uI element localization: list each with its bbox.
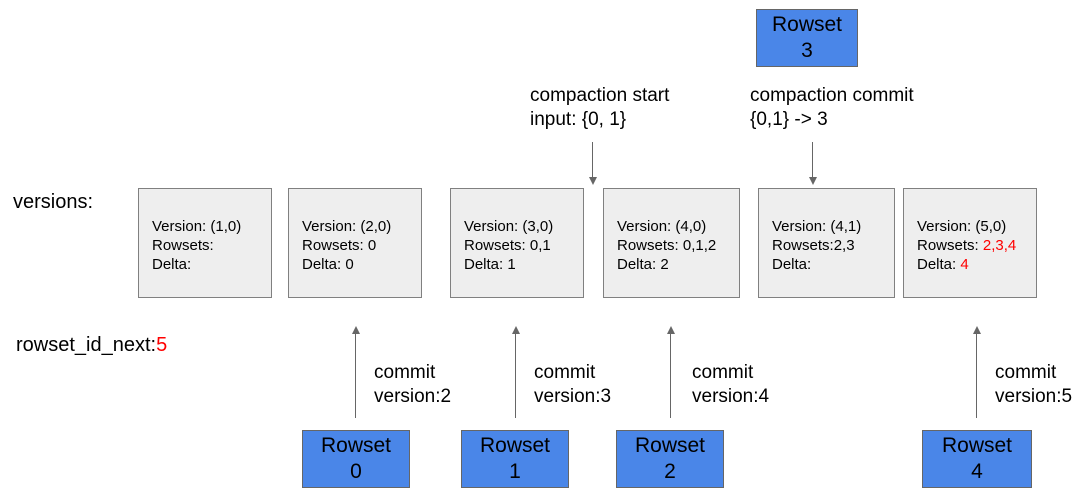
rowsets-line: Rowsets: 2,3,4 [917,237,1017,254]
rowsets-line: Rowsets: 0 [302,237,377,254]
version-line: Version: (4,0) [617,218,707,235]
version-line: Version: (1,0) [152,218,242,235]
arrow-down-icon [588,177,597,185]
rowset-title: Rowset [941,434,1013,457]
arrow-up-icon [666,326,675,334]
version-box-1-0: Version: (1,0) Rowsets: Delta: [138,188,272,298]
rowsets-line: Rowsets:2,3 [772,237,855,254]
rowset-id: 1 [509,460,521,483]
arrow-up-icon [351,326,360,334]
rowset-id-next-value: 5 [156,334,168,356]
delta-line: Delta: 4 [917,256,969,273]
compaction-start-arrow [588,142,597,185]
rowset-2-box: Rowset 2 [616,430,724,488]
arrow-line [811,142,814,178]
rowset-title: Rowset [479,434,551,457]
rowset-id: 4 [971,460,983,483]
version-box-5-0: Version: (5,0) Rowsets: 2,3,4 Delta: 4 [903,188,1037,298]
commit-arrow-v5 [972,326,981,418]
rowsets-line: Rowsets: 0,1,2 [617,237,717,254]
commit-arrow-v2 [351,326,360,418]
arrow-line [669,333,672,418]
compaction-commit-label: compaction commit {0,1} -> 3 [750,84,914,132]
delta-line: Delta: 2 [617,256,669,273]
versions-label: versions: [13,191,94,213]
arrow-line [354,333,357,418]
compaction-start-label: compaction start input: {0, 1} [530,84,669,132]
version-line: Version: (4,1) [772,218,862,235]
arrow-line [591,142,594,178]
version-line: Version: (2,0) [302,218,392,235]
arrow-up-icon [511,326,520,334]
arrow-line [514,333,517,418]
compaction-commit-line1: compaction commit [750,85,914,106]
rowsets-line: Rowsets: [152,237,214,254]
compaction-start-line1: compaction start [530,85,670,106]
commit-version-3-label: commit version:3 [534,362,612,407]
delta-line: Delta: [772,256,812,273]
arrow-up-icon [972,326,981,334]
rowset-id: 3 [801,39,813,62]
version-box-4-1: Version: (4,1) Rowsets:2,3 Delta: [758,188,895,298]
rowset-title: Rowset [634,434,706,457]
version-line: Version: (3,0) [464,218,554,235]
compaction-commit-arrow [808,142,817,185]
commit-version-4-label: commit version:4 [692,362,770,407]
rowsets-line: Rowsets: 0,1 [464,237,551,254]
rowset-title: Rowset [320,434,392,457]
rowset-id: 2 [664,460,676,483]
rowset-3-box: Rowset 3 [756,9,858,67]
version-box-2-0: Version: (2,0) Rowsets: 0 Delta: 0 [288,188,422,298]
rowset-id: 0 [350,460,362,483]
arrow-line [975,333,978,418]
rowset-1-box: Rowset 1 [461,430,569,488]
delta-line: Delta: [152,256,192,273]
version-box-3-0: Version: (3,0) Rowsets: 0,1 Delta: 1 [450,188,584,298]
delta-line: Delta: 1 [464,256,516,273]
rowset-0-box: Rowset 0 [302,430,410,488]
commit-arrow-v4 [666,326,675,418]
version-line: Version: (5,0) [917,218,1007,235]
rowset-4-box: Rowset 4 [922,430,1032,488]
commit-version-2-label: commit version:2 [374,362,452,407]
delta-line: Delta: 0 [302,256,354,273]
rowset-id-next-label: rowset_id_next:5 [16,334,168,356]
commit-arrow-v3 [511,326,520,418]
commit-version-5-label: commit version:5 [995,362,1073,407]
compaction-start-line2: input: {0, 1} [530,109,627,130]
version-box-4-0: Version: (4,0) Rowsets: 0,1,2 Delta: 2 [603,188,740,298]
compaction-commit-line2: {0,1} -> 3 [750,109,828,130]
rowset-title: Rowset [771,13,843,36]
arrow-down-icon [808,177,817,185]
